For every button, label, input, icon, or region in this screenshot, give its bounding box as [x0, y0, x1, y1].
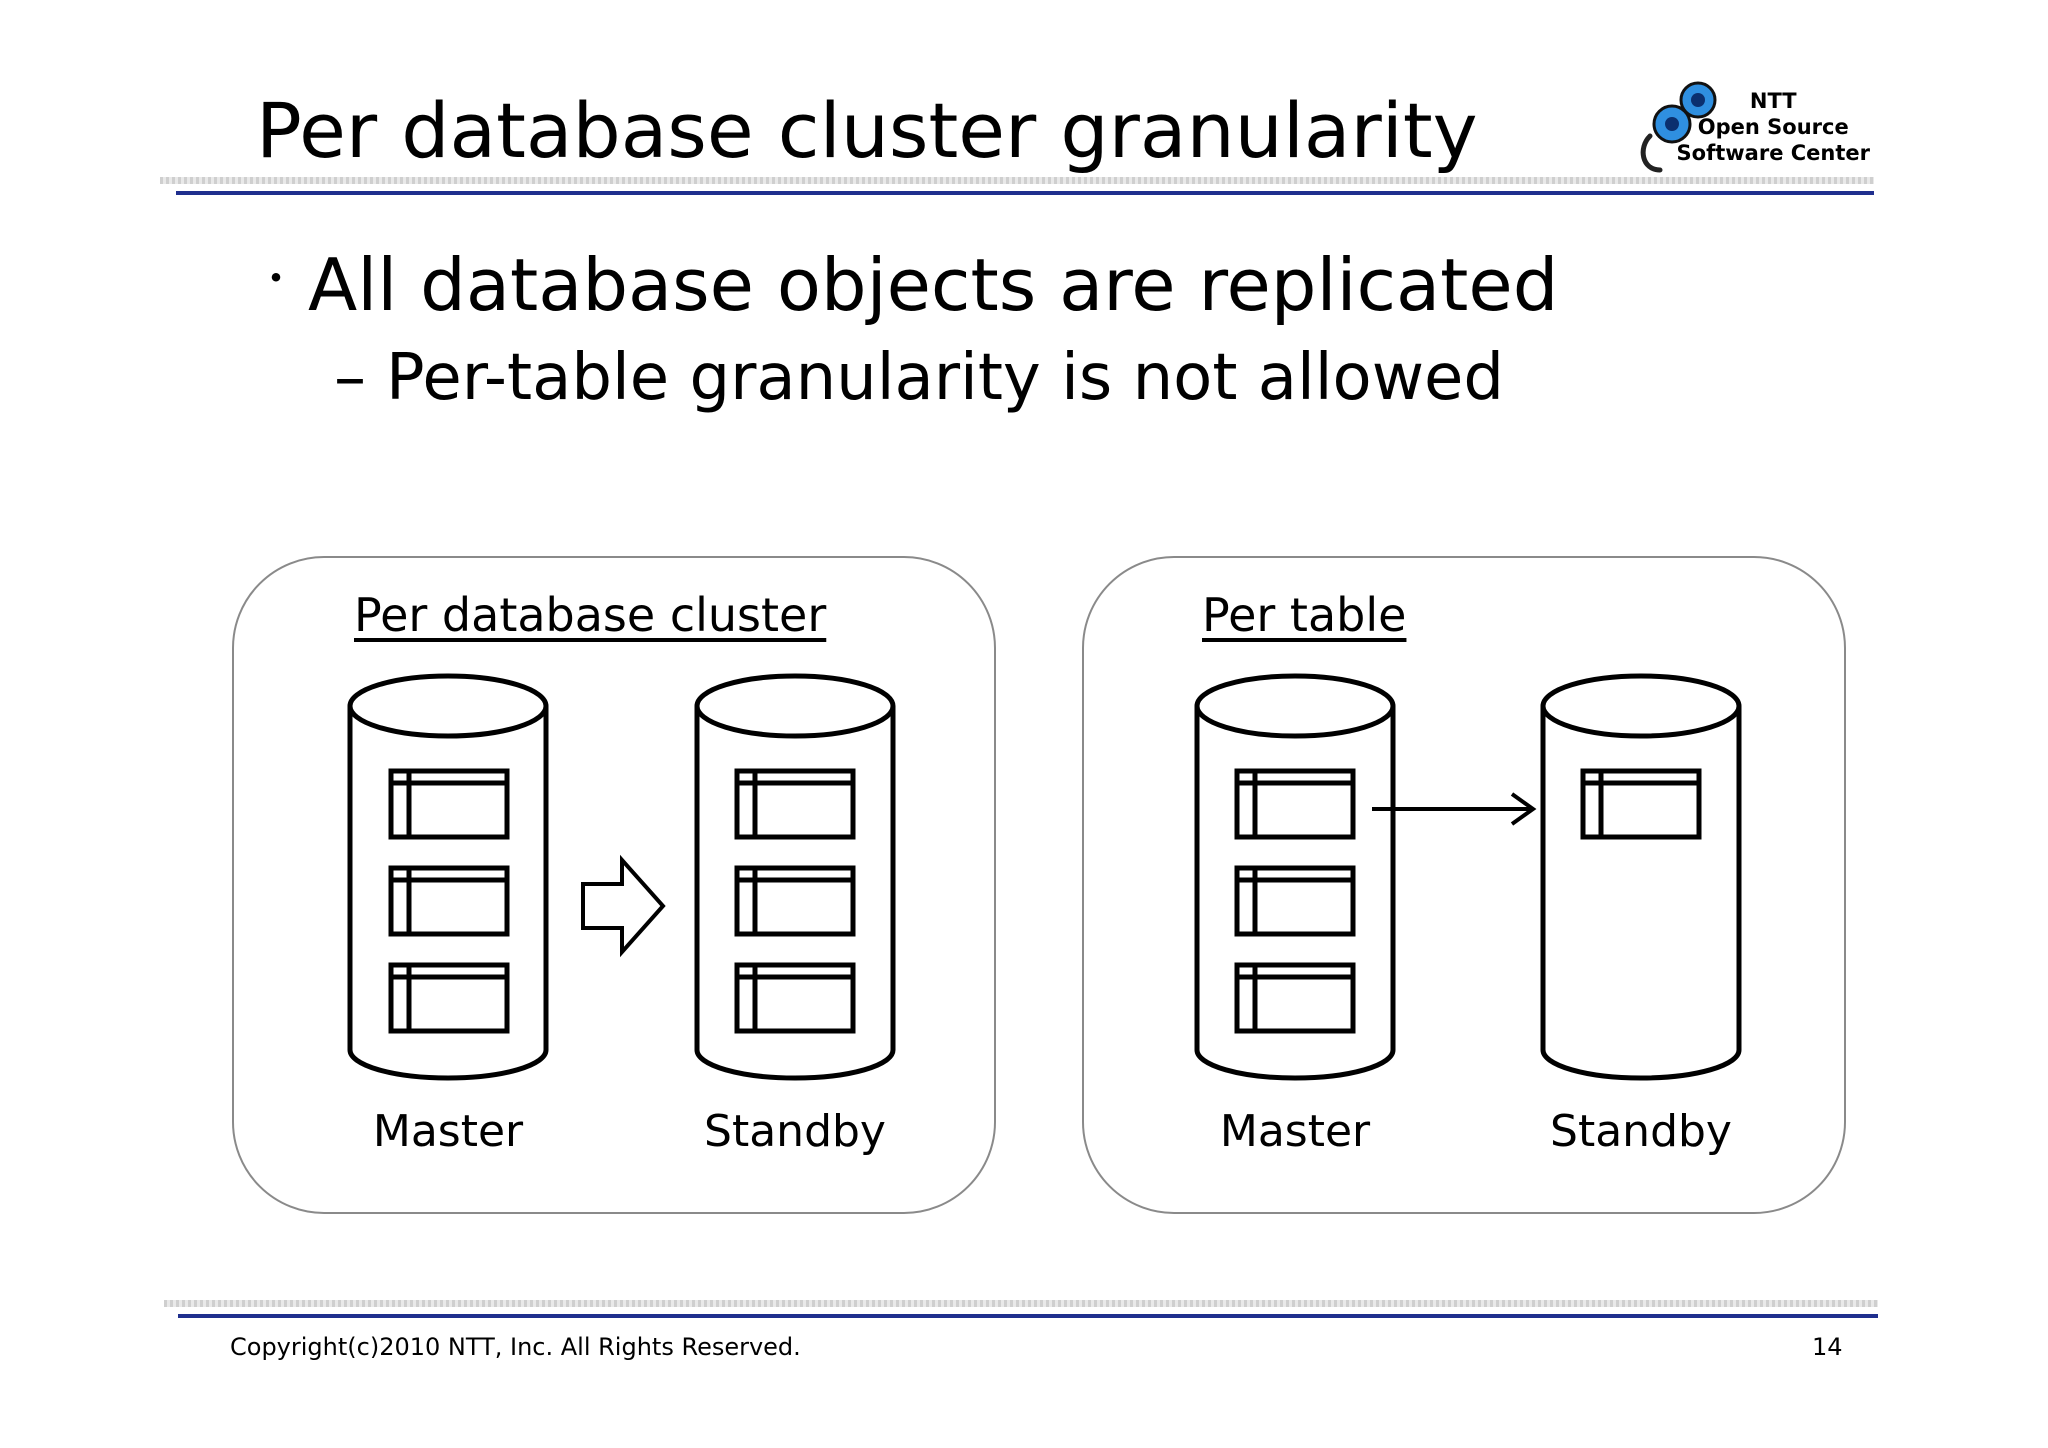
panel-per-database-cluster — [232, 556, 996, 1214]
bullet-text: All database objects are replicated — [308, 243, 1559, 327]
table-icon — [734, 768, 856, 840]
page-number: 14 — [1812, 1333, 1843, 1361]
panel-title-per-table: Per table — [1202, 588, 1407, 642]
bullet-marker: ・ — [256, 256, 296, 302]
table-icon — [1234, 962, 1356, 1034]
master-database-icon — [1194, 673, 1396, 1081]
table-icon — [388, 865, 510, 937]
header-rule-blue — [176, 191, 1874, 195]
sub-bullet-marker: – — [334, 341, 366, 415]
replication-line-arrow-icon — [1372, 792, 1537, 826]
replication-block-arrow-icon — [581, 854, 666, 958]
table-icon — [388, 768, 510, 840]
footer-rule-blue — [178, 1314, 1878, 1318]
standby-database-icon — [694, 673, 896, 1081]
logo-line-1: NTT — [1749, 89, 1797, 113]
table-icon — [734, 865, 856, 937]
ntt-oss-logo: NTT Open Source Software Center — [1636, 78, 1872, 178]
logo-line-2: Open Source — [1697, 115, 1849, 139]
panel-title-per-database-cluster: Per database cluster — [354, 588, 827, 642]
table-icon — [388, 962, 510, 1034]
standby-label: Standby — [704, 1106, 886, 1157]
table-icon — [1234, 768, 1356, 840]
panel-per-table — [1082, 556, 1846, 1214]
table-icon — [1580, 768, 1702, 840]
bullet-item: ・ All database objects are replicated — [256, 236, 1558, 328]
header-rule-gray — [160, 177, 1874, 184]
master-label: Master — [1219, 1106, 1371, 1157]
logo-line-3: Software Center — [1676, 141, 1870, 165]
table-icon — [1234, 865, 1356, 937]
master-label: Master — [372, 1106, 524, 1157]
footer-rule-gray — [164, 1300, 1878, 1307]
sub-bullet-item: –Per-table granularity is not allowed — [334, 340, 1504, 416]
copyright-text: Copyright(c)2010 NTT, Inc. All Rights Re… — [230, 1333, 801, 1361]
logo-circles-icon — [1640, 81, 1717, 173]
sub-bullet-text: Per-table granularity is not allowed — [386, 341, 1505, 415]
standby-database-icon — [1540, 673, 1742, 1081]
master-database-icon — [347, 673, 549, 1081]
slide-title: Per database cluster granularity — [256, 86, 1478, 175]
standby-label: Standby — [1550, 1106, 1732, 1157]
table-icon — [734, 962, 856, 1034]
